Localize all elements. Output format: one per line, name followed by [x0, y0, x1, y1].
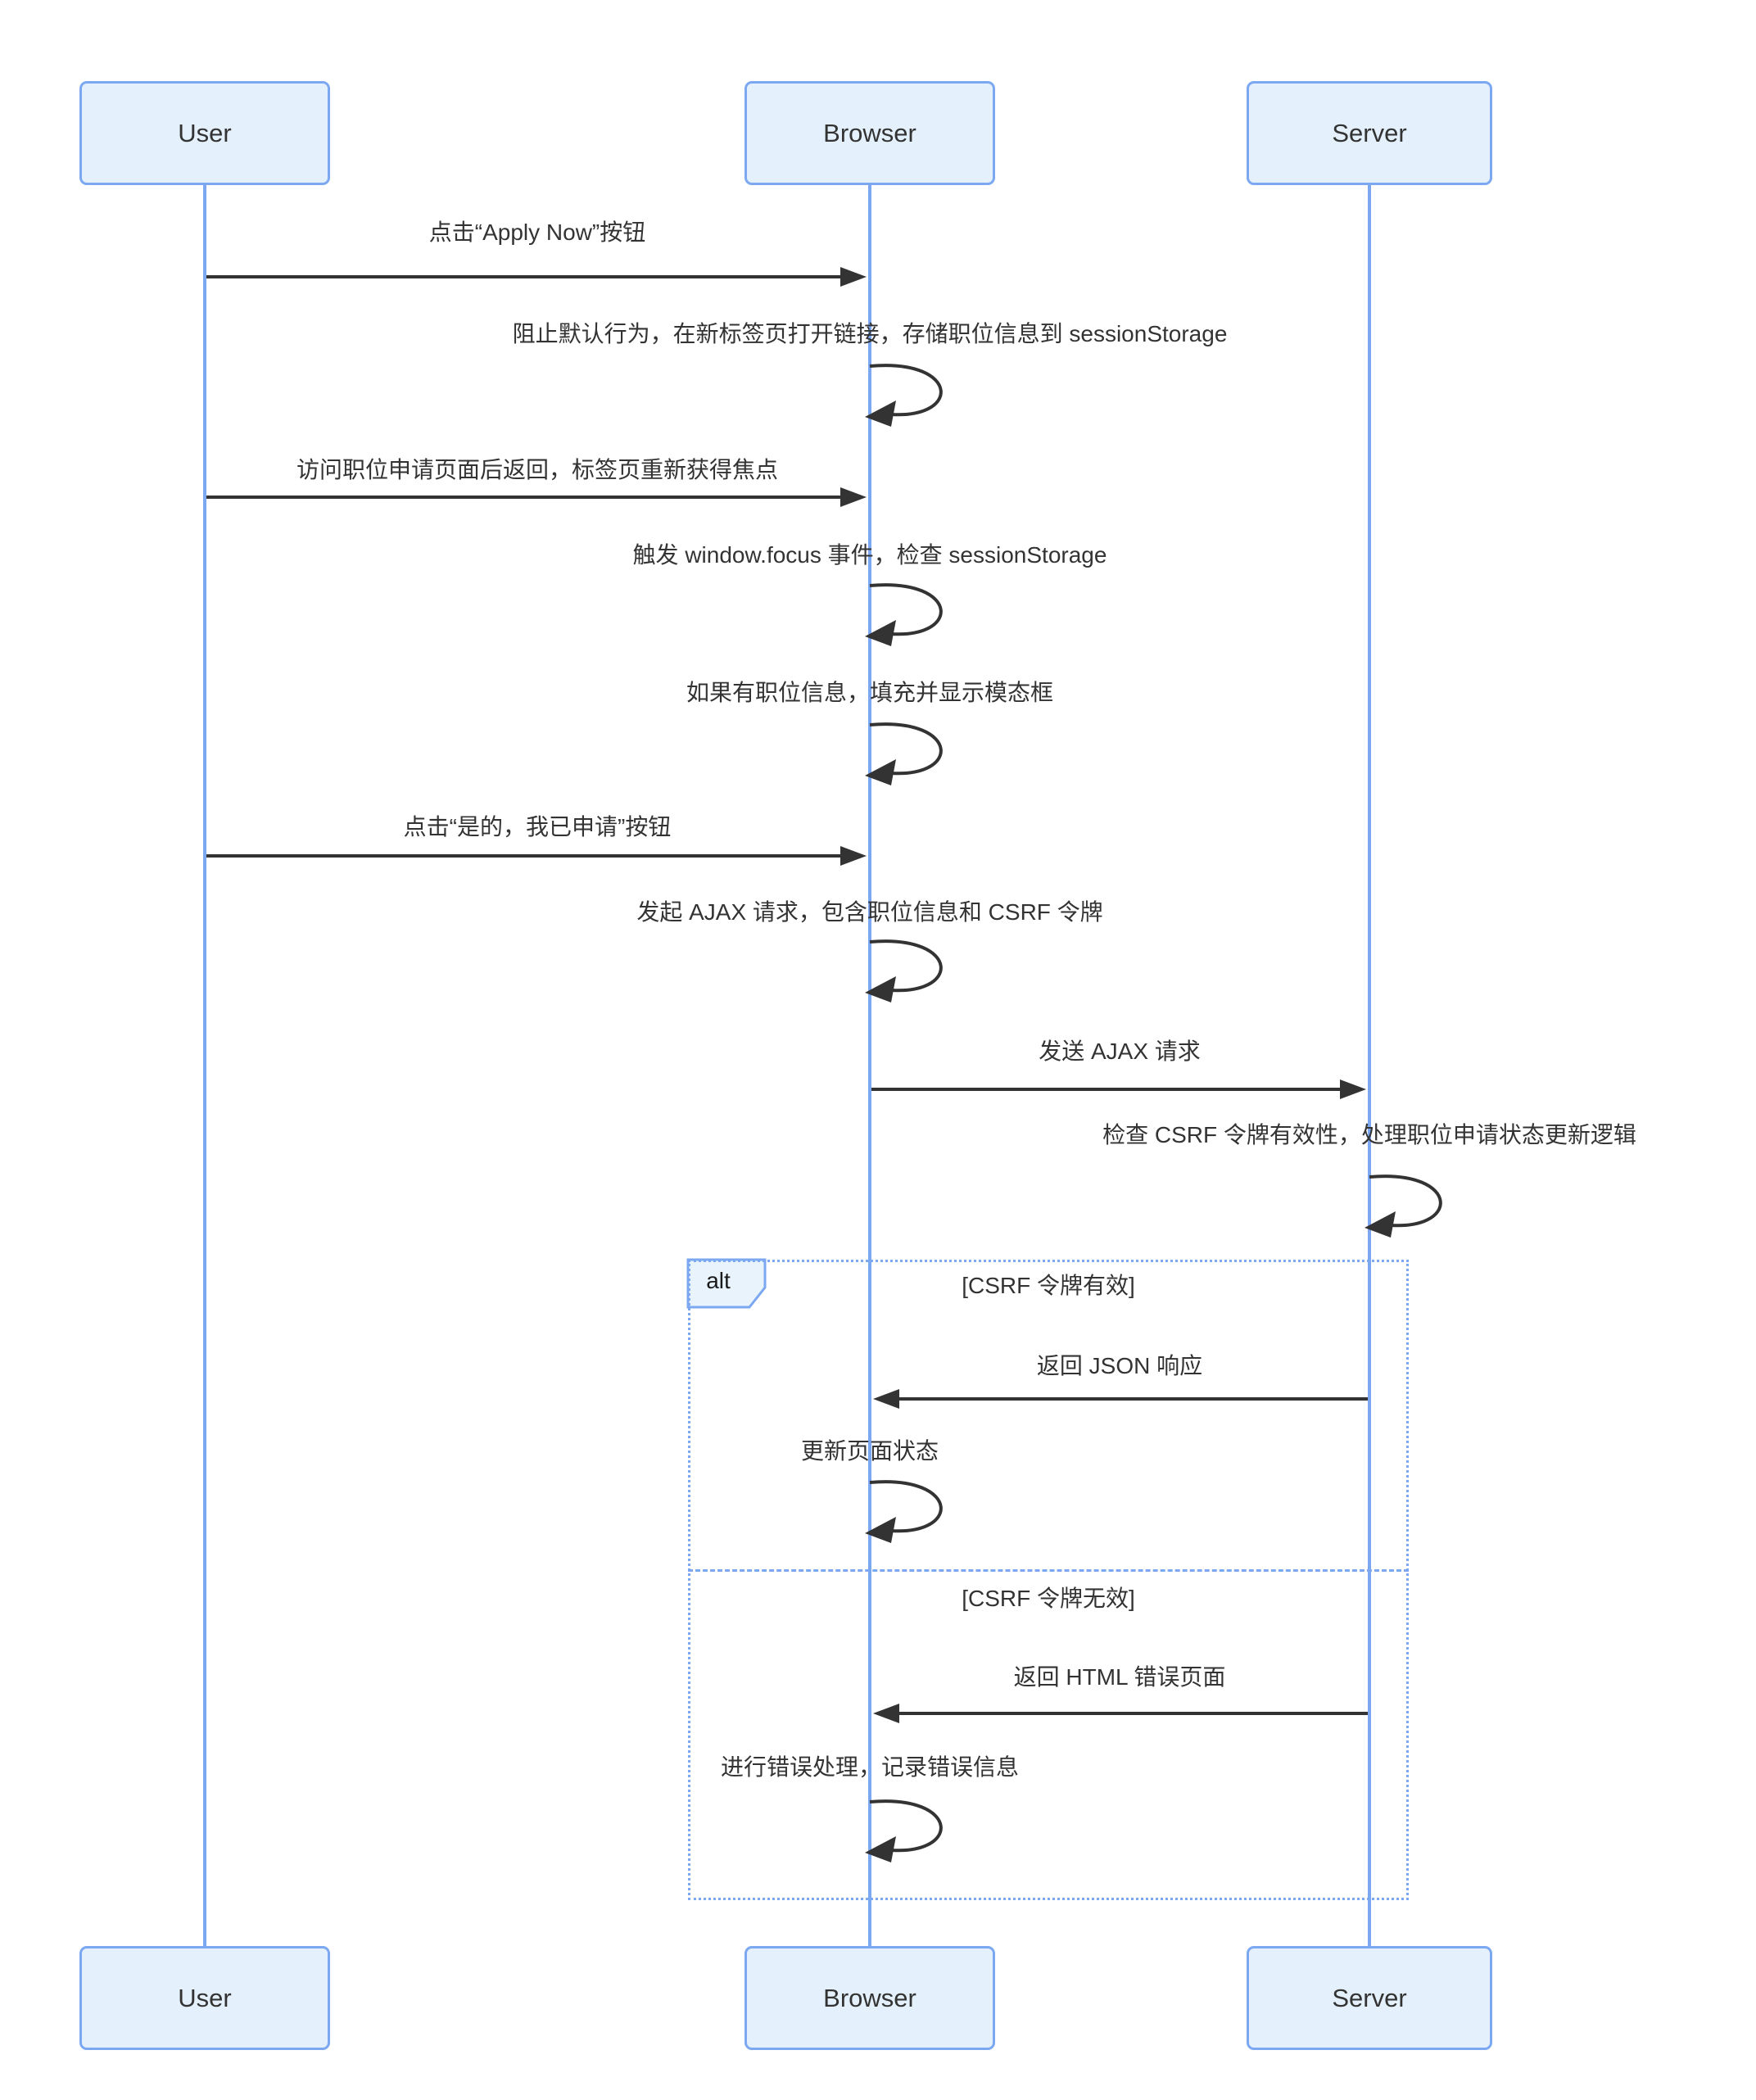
participant-label-browser: Browser [823, 1983, 916, 2012]
participant-box-user-bottom: User [79, 1946, 330, 2050]
arrowhead-right-icon [840, 487, 867, 507]
message-text-2: 访问职位申请页面后返回，标签页重新获得焦点 [296, 457, 779, 482]
participant-label-user: User [178, 1983, 232, 2012]
alt-condition-invalid: [CSRF 令牌无效] [962, 1586, 1135, 1611]
arrowhead-left-icon [873, 1389, 899, 1409]
arrowhead-left-icon [865, 759, 896, 785]
message-text-7: 发送 AJAX 请求 [1039, 1039, 1201, 1064]
arrowhead-left-icon [865, 1836, 896, 1862]
message-text-8: 检查 CSRF 令牌有效性，处理职位申请状态更新逻辑 [1102, 1122, 1636, 1147]
self-loop-3 [865, 583, 943, 646]
alt-condition-valid: [CSRF 令牌有效] [962, 1273, 1135, 1298]
message-text-1: 阻止默认行为，在新标签页打开链接，存储职位信息到 sessionStorage [512, 321, 1228, 346]
self-loop-4 [865, 722, 943, 785]
self-loop-1 [865, 364, 943, 427]
self-loop-8 [1365, 1174, 1442, 1238]
message-text-11: 返回 HTML 错误页面 [1013, 1664, 1226, 1690]
arrowhead-left-icon [873, 1704, 899, 1723]
message-text-6: 发起 AJAX 请求，包含职位信息和 CSRF 令牌 [636, 899, 1103, 925]
arrowhead-left-icon [865, 620, 896, 646]
message-arrow-5 [206, 846, 867, 866]
self-loop-12 [865, 1799, 943, 1862]
participant-box-user-top: User [79, 81, 330, 185]
alt-fragment-label: alt [706, 1268, 731, 1293]
arrowhead-left-icon [865, 401, 896, 427]
participant-box-browser-top: Browser [744, 81, 995, 185]
message-text-0: 点击“Apply Now”按钮 [428, 220, 646, 245]
message-text-4: 如果有职位信息，填充并显示模态框 [686, 680, 1054, 705]
arrowhead-right-icon [840, 846, 867, 866]
participant-label-user: User [178, 118, 232, 147]
message-text-9: 返回 JSON 响应 [1036, 1353, 1203, 1378]
self-loop-6 [865, 939, 943, 1002]
message-arrow-11 [873, 1704, 1368, 1723]
message-text-5: 点击“是的，我已申请”按钮 [403, 814, 672, 840]
arrowhead-left-icon [865, 976, 896, 1002]
message-arrow-0 [206, 267, 867, 287]
arrowhead-left-icon [1365, 1211, 1396, 1238]
message-text-12: 进行错误处理，记录错误信息 [720, 1754, 1020, 1780]
message-text-3: 触发 window.focus 事件，检查 sessionStorage [632, 542, 1107, 568]
participant-box-server-bottom: Server [1247, 1946, 1492, 2050]
message-arrow-7 [871, 1079, 1366, 1099]
participant-box-browser-bottom: Browser [744, 1946, 995, 2050]
message-arrow-9 [873, 1389, 1368, 1409]
arrowhead-right-icon [1340, 1079, 1366, 1099]
participant-box-server-top: Server [1247, 81, 1492, 185]
arrowhead-right-icon [840, 267, 867, 287]
participant-label-browser: Browser [823, 118, 916, 147]
participant-label-server: Server [1332, 1983, 1407, 2012]
message-arrow-2 [206, 487, 867, 507]
participant-label-server: Server [1332, 118, 1407, 147]
arrowhead-left-icon [865, 1517, 896, 1543]
self-loop-10 [865, 1480, 943, 1543]
message-text-10: 更新页面状态 [800, 1438, 939, 1464]
alt-fragment [688, 1260, 1409, 1900]
alt-divider [688, 1569, 1409, 1572]
